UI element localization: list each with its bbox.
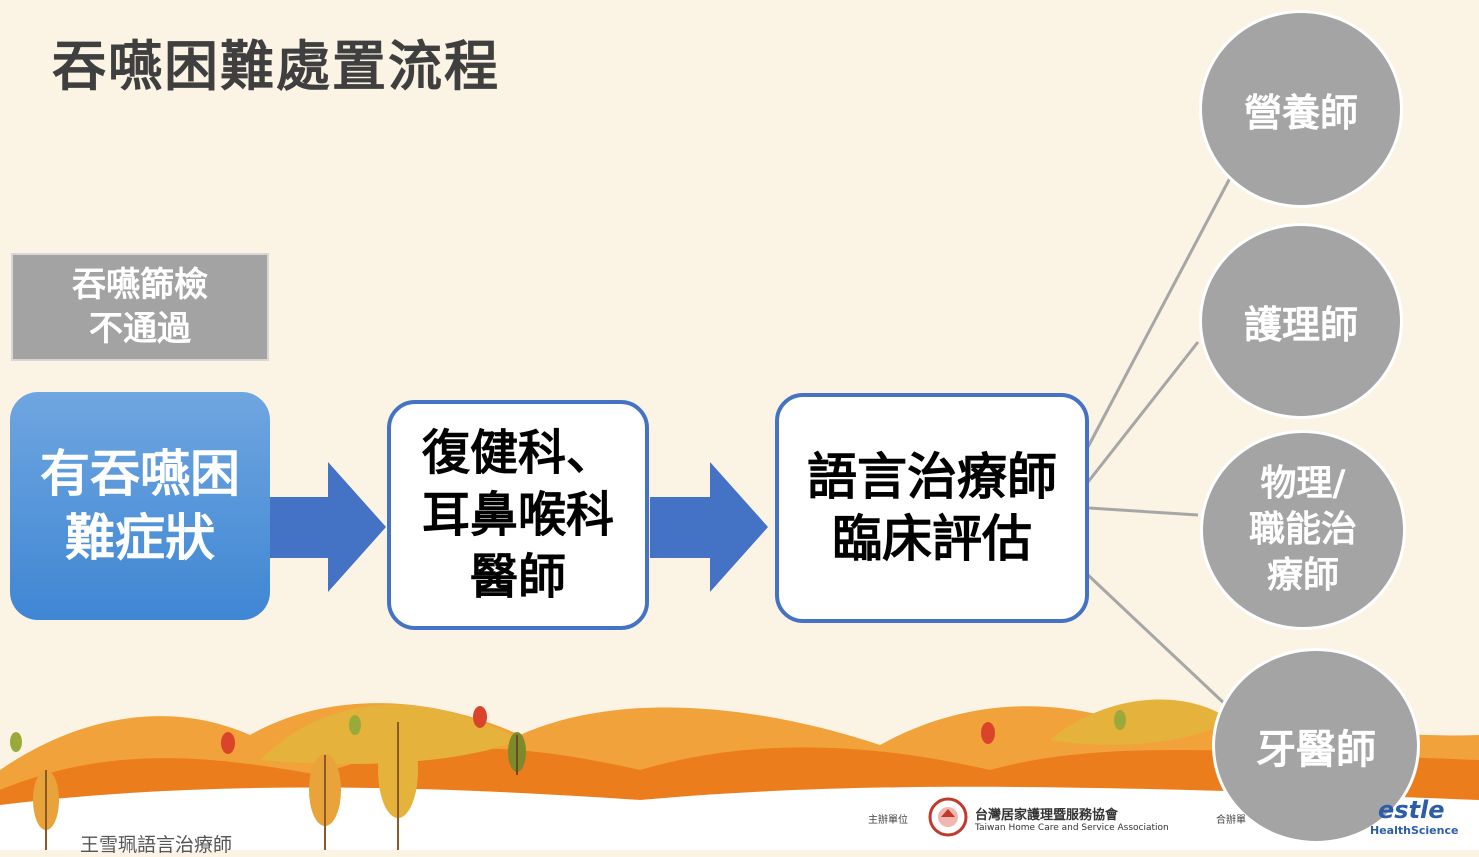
association-english-name: Taiwan Home Care and Service Association (975, 823, 1169, 833)
physician-line-3: 醫師 (469, 549, 566, 605)
physician-box: 復健科、 耳鼻喉科 醫師 (387, 400, 649, 630)
partner-sublogo: HealthScience (1370, 824, 1459, 837)
slp-line-2: 臨床評估 (832, 510, 1032, 568)
sponsor-label: 主辦單位 (868, 815, 908, 826)
pt-ot-label-2: 職能治 (1248, 509, 1357, 550)
screening-line-2: 不通過 (89, 309, 191, 349)
symptom-box: 有吞嚥困 難症狀 (10, 392, 270, 620)
team-circle-dentist: 牙醫師 (1212, 648, 1420, 844)
arrow-2 (650, 462, 768, 592)
physician-line-2: 耳鼻喉科 (421, 487, 614, 543)
connector-line-3 (1088, 506, 1199, 517)
association-name: 台灣居家護理暨服務協會 (975, 808, 1119, 823)
screening-fail-box: 吞嚥篩檢 不通過 (11, 253, 269, 361)
arrow-1 (270, 462, 386, 592)
pt-ot-label-1: 物理/ (1260, 463, 1346, 504)
dentist-label: 牙醫師 (1256, 727, 1376, 773)
symptom-line-1: 有吞嚥困 (40, 445, 240, 503)
co-organizer-label: 合辦單 (1216, 815, 1246, 826)
screening-line-1: 吞嚥篩檢 (72, 265, 208, 305)
connector-line-2 (1086, 341, 1200, 483)
author-credit: 王雪珮語言治療師 (80, 834, 233, 856)
dietitian-label: 營養師 (1243, 90, 1358, 135)
symptom-line-2: 難症狀 (65, 509, 215, 567)
connector-line-4 (1086, 573, 1228, 707)
team-circle-dietitian: 營養師 (1199, 10, 1403, 208)
association-logo (928, 797, 968, 837)
physician-line-1: 復健科、 (421, 425, 614, 481)
partner-logo: estle (1378, 796, 1445, 824)
team-circle-pt-ot: 物理/ 職能治 療師 (1200, 430, 1406, 630)
team-circle-nurse: 護理師 (1199, 223, 1403, 419)
nurse-label: 護理師 (1243, 302, 1358, 347)
pt-ot-label-3: 療師 (1266, 555, 1339, 596)
slp-evaluation-box: 語言治療師 臨床評估 (775, 393, 1089, 623)
page-title: 吞嚥困難處置流程 (52, 35, 500, 98)
slp-line-1: 語言治療師 (807, 448, 1057, 506)
connector-line-1 (1086, 177, 1232, 448)
